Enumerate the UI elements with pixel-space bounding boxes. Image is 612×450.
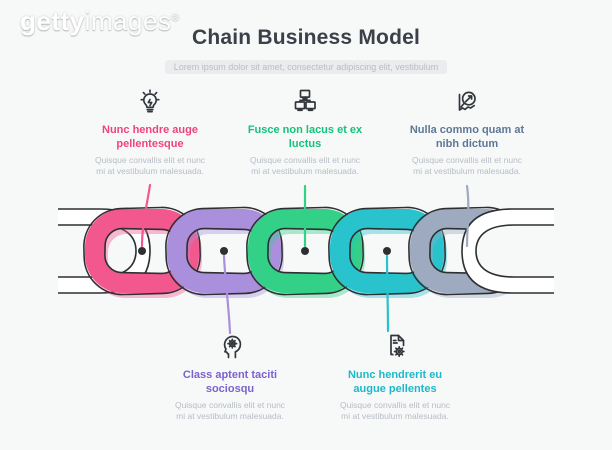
connector-step-5 <box>385 254 390 333</box>
section-step-4: Class aptent taciti sociosqu Quisque con… <box>168 331 292 422</box>
section-body: Quisque convallis elit et nunc mi at ves… <box>94 154 206 176</box>
section-title: Class aptent taciti sociosqu <box>182 369 278 395</box>
chain-link-end-right <box>461 208 554 294</box>
watermark-getty: getty <box>20 6 85 36</box>
section-body: Quisque convallis elit et nunc mi at ves… <box>411 154 523 176</box>
section-step-1: Nunc hendre auge pellentesque Quisque co… <box>88 86 212 177</box>
chart-magnifier-icon <box>405 86 529 120</box>
section-body: Quisque convallis elit et nunc mi at ves… <box>249 154 361 176</box>
section-step-3: Nulla commo quam at nibh dictum Quisque … <box>405 86 529 177</box>
section-title: Nunc hendrerit eu augue pellentes <box>347 369 443 395</box>
registered-mark: ® <box>171 12 180 24</box>
connector-step-3 <box>465 184 470 248</box>
connector-step-4 <box>222 254 232 335</box>
head-gear-icon <box>168 331 292 365</box>
page-subtitle: Lorem ipsum dolor sit amet, consectetur … <box>164 60 448 74</box>
section-step-2: Fusce non lacus et ex luctus Quisque con… <box>243 86 367 177</box>
section-body: Quisque convallis elit et nunc mi at ves… <box>339 399 451 421</box>
gettyimages-watermark: gettyimages® <box>20 6 179 37</box>
section-title: Nulla commo quam at nibh dictum <box>409 124 525 150</box>
section-title: Nunc hendre auge pellentesque <box>102 124 198 150</box>
watermark-images: images <box>84 6 172 36</box>
page-title: Chain Business Model <box>191 26 421 49</box>
computer-network-icon <box>243 86 367 120</box>
document-gear-icon <box>333 331 457 365</box>
chain-illustration <box>58 183 554 335</box>
lightbulb-icon <box>88 86 212 120</box>
section-step-5: Nunc hendrerit eu augue pellentes Quisqu… <box>333 331 457 422</box>
section-body: Quisque convallis elit et nunc mi at ves… <box>174 399 286 421</box>
header: Chain Business Model Lorem ipsum dolor s… <box>0 26 612 75</box>
connector-step-1 <box>140 183 152 248</box>
section-title: Fusce non lacus et ex luctus <box>247 124 363 150</box>
